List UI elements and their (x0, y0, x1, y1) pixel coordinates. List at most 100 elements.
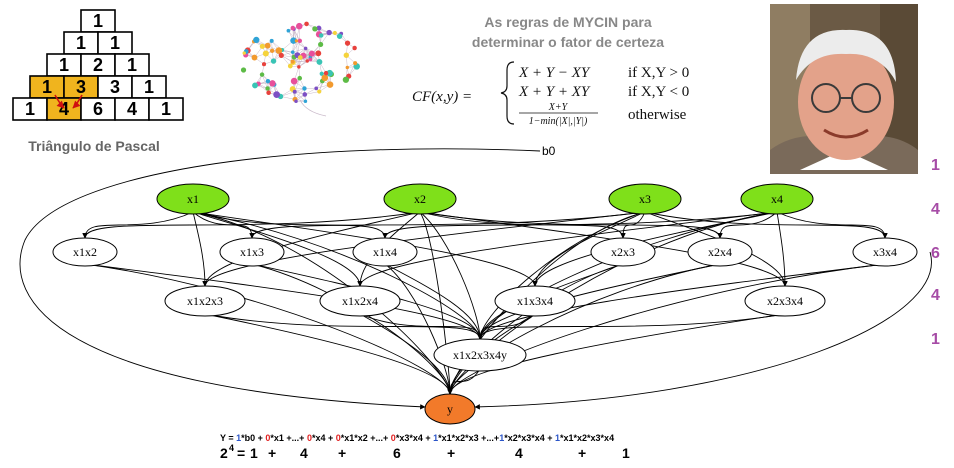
svg-text:1: 1 (161, 99, 171, 119)
brain-node (319, 33, 324, 38)
graph-edge (192, 211, 538, 287)
brain-node (266, 90, 271, 96)
pascal-cell: 6 (80, 97, 116, 121)
formula-segment: 1 (499, 433, 504, 443)
case3-den: 1−min(|X|,|Y|) (529, 116, 588, 127)
brain-node (259, 72, 265, 77)
node-label: x1x3 (240, 245, 264, 259)
graph-edge (419, 211, 723, 239)
formula-segment: Y = (220, 433, 236, 443)
node-x1x2: x1x2 (52, 237, 118, 267)
pascal-cell: 1 (80, 9, 116, 33)
case1-expr: X + Y − XY (518, 65, 591, 81)
brain-network-icon (240, 21, 360, 117)
graph-edge (82, 211, 194, 239)
brain-node (316, 25, 322, 31)
brain-node (344, 40, 351, 46)
sum-term: 1 (622, 445, 630, 461)
brain-node (353, 61, 358, 66)
graph-edge (620, 211, 646, 239)
mycin-formula: CF(x,y) = X + Y − XY if X,Y > 0 X + Y + … (412, 61, 689, 127)
brain-node (316, 58, 323, 65)
node-x2x3: x2x3 (590, 237, 656, 267)
brain-node (290, 37, 297, 44)
sum-term: 4 (300, 445, 308, 461)
node-label: x1x2x4 (342, 294, 378, 308)
graph-edge (447, 263, 886, 395)
node-label: x2x3x4 (767, 294, 803, 308)
brain-node (290, 50, 295, 54)
pascal-cell: 1 (148, 97, 184, 121)
graph-edge (359, 313, 483, 340)
brain-node (323, 70, 329, 76)
node-x2x4: x2x4 (687, 237, 753, 267)
brain-node (336, 33, 343, 39)
graph-edge (82, 211, 421, 239)
svg-text:1: 1 (42, 77, 52, 97)
brain-node (297, 75, 303, 81)
brain-node (264, 42, 271, 49)
node-x1x4: x1x4 (352, 237, 418, 267)
portrait-photo (770, 4, 918, 174)
svg-text:1: 1 (76, 33, 86, 53)
graph-edge (202, 211, 646, 287)
brain-node (342, 76, 350, 83)
brain-node (294, 99, 298, 103)
brain-node (240, 67, 247, 73)
node-x3x4: x3x4 (852, 237, 918, 267)
node-x4: x4 (740, 183, 814, 215)
node-label: y (447, 402, 453, 416)
node-label: x1x2x3x4y (453, 348, 507, 362)
graph-edge (477, 211, 778, 340)
formula-segment: 0 (265, 433, 270, 443)
node-x1x2x3x4y: x1x2x3x4y (433, 338, 527, 372)
node-label: x1 (187, 192, 199, 206)
case2-cond: if X,Y < 0 (628, 84, 689, 100)
svg-text:1: 1 (93, 11, 103, 31)
pascal-cell: 1 (46, 53, 82, 77)
brain-node (261, 62, 267, 67)
sum-term: 1 (250, 445, 258, 461)
case1-cond: if X,Y > 0 (628, 65, 689, 81)
formula-segment: *x4 + (312, 433, 336, 443)
node-y: y (424, 393, 476, 425)
svg-text:4: 4 (127, 99, 137, 119)
brain-node (302, 92, 308, 97)
node-x2x3x4: x2x3x4 (744, 285, 826, 317)
graph-edge (477, 313, 786, 340)
sum-plus: + (268, 445, 276, 461)
formula-segment: *x1 +...+ (270, 433, 307, 443)
brain-node (296, 22, 303, 30)
node-x1x3: x1x3 (219, 237, 285, 267)
brain-node (253, 36, 260, 44)
brain-node (273, 91, 281, 98)
node-label: x4 (771, 192, 783, 206)
graph-edge (84, 263, 453, 395)
node-label: x2 (414, 192, 426, 206)
pascal-cell: 1 (131, 75, 167, 99)
brain-node (286, 28, 291, 33)
case3-cond: otherwise (628, 107, 687, 123)
brain-node (290, 77, 298, 85)
side-count: 6 (931, 245, 940, 262)
brain-node (315, 50, 322, 57)
pascal-cell: 2 (80, 53, 116, 77)
pascal-cell: 4 (114, 97, 150, 121)
pascal-cell: 3 (97, 75, 133, 99)
brain-node (275, 47, 283, 54)
brain-node (287, 63, 293, 69)
graph-edge (477, 263, 886, 340)
formula-segment: 1 (433, 433, 438, 443)
graph-edge (474, 251, 932, 410)
graph-edge (384, 263, 453, 395)
side-count: 4 (931, 201, 940, 218)
node-label: x2x4 (708, 245, 732, 259)
case2-expr: X + Y + XY (518, 84, 591, 100)
brain-node (332, 30, 337, 36)
formula-segment: *x1*x2*x3*x4 (560, 433, 614, 443)
brain-node (343, 52, 350, 58)
graph-edge (84, 263, 483, 340)
